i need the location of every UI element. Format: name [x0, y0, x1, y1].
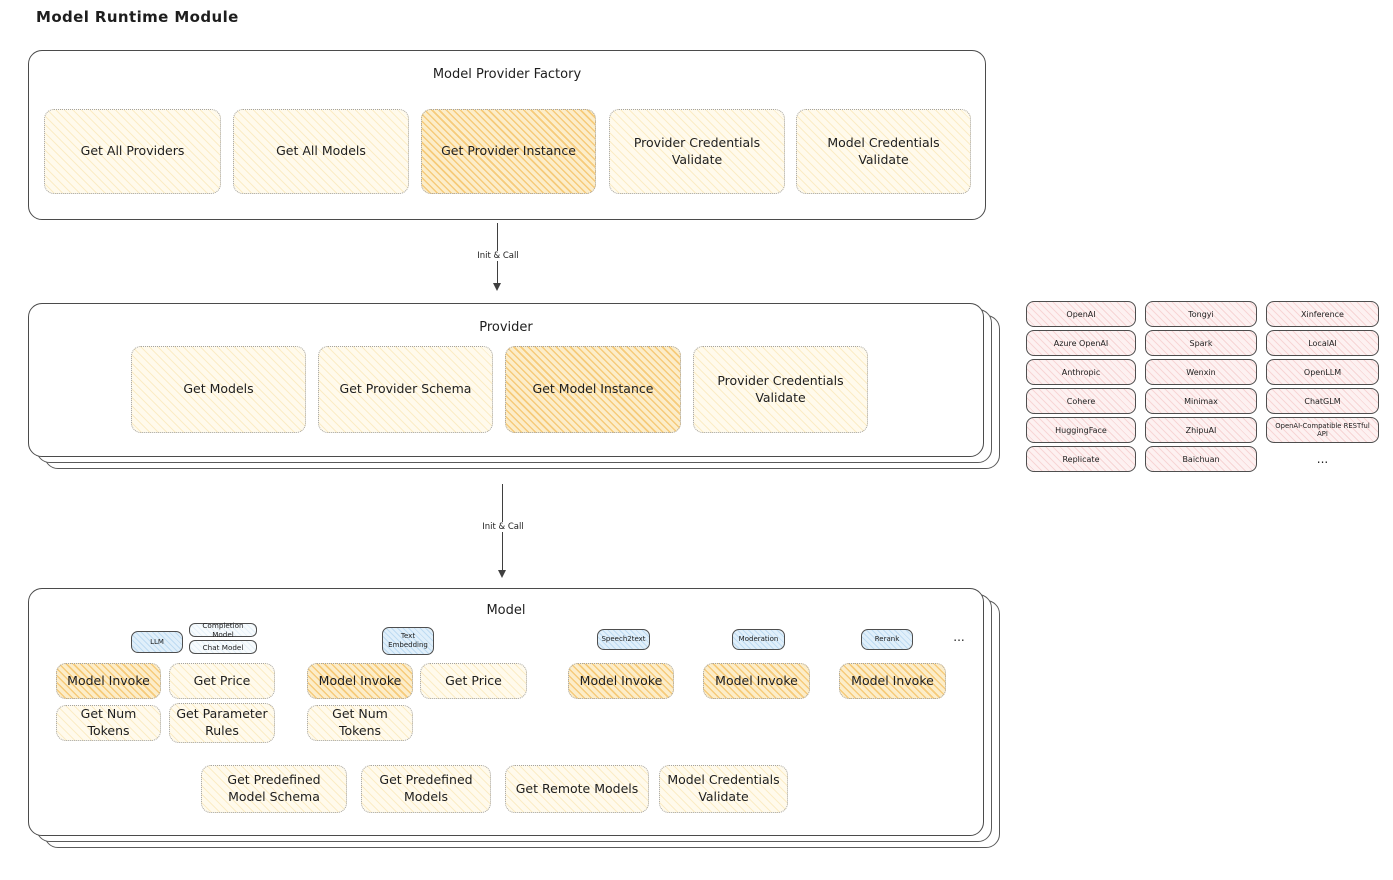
model-box-get-num-tokens-llm: Get Num Tokens — [56, 705, 161, 741]
provider-pill: OpenLLM — [1266, 359, 1379, 385]
tag-speech2text: Speech2text — [597, 629, 650, 650]
model-box-invoke-moderation: Model Invoke — [703, 663, 810, 699]
provider-pill: ChatGLM — [1266, 388, 1379, 414]
provider-pill: Wenxin — [1145, 359, 1257, 385]
provider-pill: Xinference — [1266, 301, 1379, 327]
tag-llm: LLM — [131, 631, 183, 653]
provider-pill: OpenAI — [1026, 301, 1136, 327]
provider-pill: HuggingFace — [1026, 417, 1136, 443]
provider-pill: Baichuan — [1145, 446, 1257, 472]
model-box-get-price-llm: Get Price — [169, 663, 275, 699]
tag-completion-model: Completion Model — [189, 621, 257, 639]
factory-box-get-all-models: Get All Models — [233, 109, 409, 194]
tag-ellipsis: ... — [953, 630, 965, 644]
model-box-get-remote-models: Get Remote Models — [505, 765, 649, 813]
provider-pill: Spark — [1145, 330, 1257, 356]
model-box-get-parameter-rules: Get Parameter Rules — [169, 703, 275, 743]
model-box-invoke-embedding: Model Invoke — [307, 663, 413, 699]
provider-container: Provider Get Models Get Provider Schema … — [28, 303, 984, 457]
factory-box-get-provider-instance: Get Provider Instance — [421, 109, 596, 194]
tag-rerank: Rerank — [861, 629, 913, 650]
arrow-label-init-call-2: Init & Call — [478, 522, 528, 532]
provider-pill: LocalAI — [1266, 330, 1379, 356]
model-box-get-price-embedding: Get Price — [420, 663, 527, 699]
provider-box-provider-credentials-validate: Provider Credentials Validate — [693, 346, 868, 433]
provider-pill: Cohere — [1026, 388, 1136, 414]
provider-pill: ZhipuAI — [1145, 417, 1257, 443]
provider-box-get-model-instance: Get Model Instance — [505, 346, 681, 433]
provider-pill: Replicate — [1026, 446, 1136, 472]
factory-box-get-all-providers: Get All Providers — [44, 109, 221, 194]
model-box-invoke-speech2text: Model Invoke — [568, 663, 674, 699]
factory-box-model-credentials-validate: Model Credentials Validate — [796, 109, 971, 194]
page-title: Model Runtime Module — [36, 8, 239, 26]
tag-moderation: Moderation — [732, 629, 785, 650]
tag-chat-model: Chat Model — [189, 640, 257, 654]
tag-text-embedding: Text Embedding — [382, 627, 434, 655]
provider-pill: Anthropic — [1026, 359, 1136, 385]
provider-pill: Tongyi — [1145, 301, 1257, 327]
provider-pill: Azure OpenAI — [1026, 330, 1136, 356]
model-box-get-predefined-model-schema: Get Predefined Model Schema — [201, 765, 347, 813]
arrow-label-init-call-1: Init & Call — [473, 251, 523, 261]
model-box-invoke-rerank: Model Invoke — [839, 663, 946, 699]
model-box-get-num-tokens-embedding: Get Num Tokens — [307, 705, 413, 741]
factory-box-provider-credentials-validate: Provider Credentials Validate — [609, 109, 785, 194]
model-container: Model LLM Completion Model Chat Model Te… — [28, 588, 984, 836]
model-box-get-predefined-models: Get Predefined Models — [361, 765, 491, 813]
provider-pill-openai-compatible: OpenAI-Compatible RESTful API — [1266, 417, 1379, 443]
model-title: Model — [486, 603, 526, 618]
provider-box-get-models: Get Models — [131, 346, 306, 433]
provider-list-ellipsis: ... — [1316, 452, 1329, 466]
provider-title: Provider — [479, 320, 533, 335]
factory-title: Model Provider Factory — [432, 67, 582, 82]
model-box-invoke-llm: Model Invoke — [56, 663, 161, 699]
provider-pill: Minimax — [1145, 388, 1257, 414]
factory-container: Model Provider Factory Get All Providers… — [28, 50, 986, 220]
provider-list-grid: OpenAI Tongyi Xinference Azure OpenAI Sp… — [1026, 301, 1379, 472]
model-box-model-credentials-validate: Model Credentials Validate — [659, 765, 788, 813]
provider-box-get-provider-schema: Get Provider Schema — [318, 346, 493, 433]
